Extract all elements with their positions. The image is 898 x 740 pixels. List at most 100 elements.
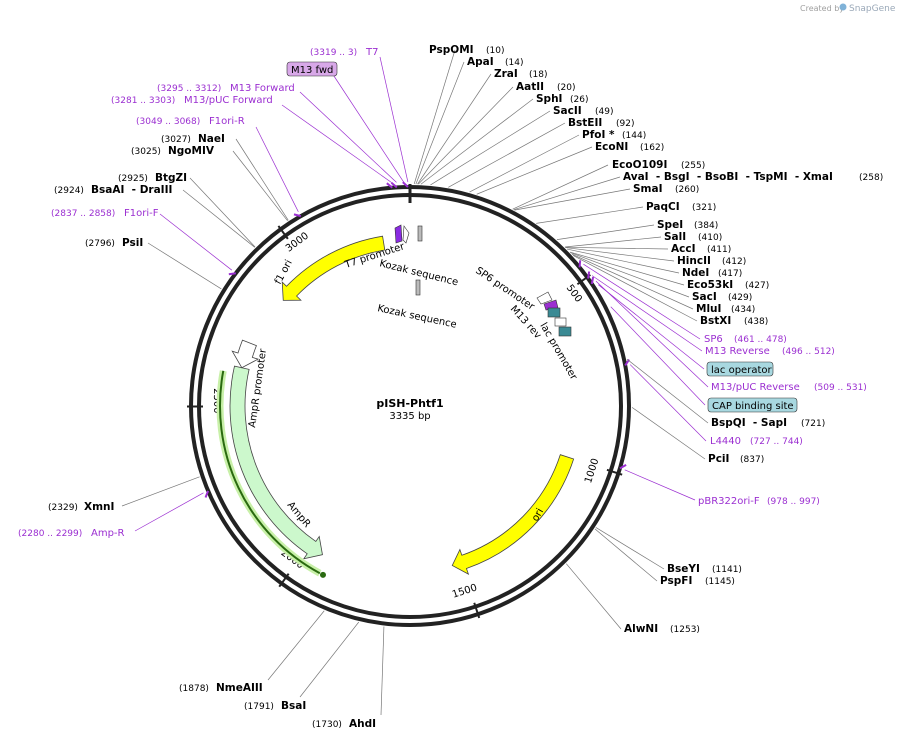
enzyme-label: PspFI [660,575,692,587]
enzyme-position: (1145) [705,577,735,587]
primer-site-mark [402,181,409,188]
primer-site-mark [228,272,236,276]
enzyme-position: (258) [859,173,883,183]
enzyme-position: (429) [728,293,752,303]
enzyme-label: NgoMIV [168,145,215,157]
primer-position: (3049 .. 3068) [136,117,200,127]
primer-site-mark [619,464,627,470]
primer-labels: (3319 .. 3) T7 M13 fwd (3295 .. 3312) M1… [18,47,867,539]
enzyme-label: BstXI [700,315,731,327]
cap-binding-site-box [707,397,798,413]
enzyme-position: (3027) [161,135,191,145]
enzyme-label: BstEII [568,117,602,129]
enzyme-label: ApaI [467,56,494,68]
leader-line [232,150,288,222]
enzyme-label: PspOMI [429,44,474,56]
enzyme-label: ZraI [494,68,518,80]
enzyme-position: (434) [731,305,755,315]
primer-position: (2280 .. 2299) [18,529,82,539]
leader-line [267,610,325,681]
primer-label: Amp-R [91,528,125,539]
leader-line [415,61,465,185]
leader-line [121,476,200,507]
leader-line [420,98,534,185]
enzyme-position: (1730) [312,720,342,730]
primer-leader-line [624,469,696,501]
primer-label: F1ori-R [209,116,245,127]
enzyme-label: NdeI [682,267,709,279]
enzyme-position: (321) [692,203,716,213]
primer-position: (496 .. 512) [782,347,835,357]
enzyme-position: (10) [486,46,504,56]
primer-leader-line [299,91,397,183]
enzyme-labels: PspOMI (10) ApaI (14) ZraI (18) AatII (2… [48,44,883,730]
created-by-label: Created by [800,4,844,13]
tick-mark [277,225,289,240]
primer-label: T7 [365,47,378,58]
enzyme-position: (92) [616,119,634,129]
f1-ori-feature-arrow [281,235,386,301]
primer-site-mark [386,182,393,189]
enzyme-position: (26) [570,95,588,105]
primer-label: SP6 [704,334,723,345]
leader-line [631,407,706,460]
ampr-feature-arrow [229,365,323,560]
leader-line [430,110,551,186]
enzyme-label: PfoI * [582,129,615,141]
enzyme-label: BsaAI - DraIII [91,184,172,196]
enzyme-label: PsiI [122,237,143,249]
primer-label: L4440 [710,436,741,447]
enzyme-position: (1141) [712,565,742,575]
leader-line [570,252,690,298]
enzyme-label: BtgZI [155,172,187,184]
enzyme-position: (721) [801,419,825,429]
enzyme-position: (410) [698,233,722,243]
leader-line [147,242,222,290]
enzyme-label: AlwNI [624,623,658,635]
primer-site-mark [204,490,210,498]
tick-label: 1000 [583,457,601,485]
primer-label: M13 fwd [291,65,333,76]
enzyme-position: (2924) [54,186,84,196]
leader-line [299,621,360,698]
primer-position: (509 .. 531) [814,383,867,393]
ampr-strand-end-icon [319,571,326,578]
enzyme-label: SacII [553,105,582,117]
enzyme-label: NaeI [198,133,225,145]
tick-mark [278,573,290,588]
primer-leader-line [610,306,706,406]
tick-mark [473,602,481,619]
snapgene-label: SnapGene [849,4,896,14]
leader-line [189,177,256,248]
leader-line [469,134,580,193]
primer-position: (978 .. 997) [767,497,820,507]
t7-promoter-glyph [394,224,423,296]
primer-leader-line [134,492,204,532]
enzyme-label: AatII [516,81,544,93]
leader-line [514,188,631,211]
leader-lines [121,49,709,716]
primer-label: pBR322ori-F [698,496,760,507]
primer-label: CAP binding site [712,401,794,412]
primer-leader-line [583,263,701,340]
primer-leader-line [591,275,703,352]
enzyme-label: SalI [664,231,686,243]
plasmid-length: 3335 bp [389,411,430,422]
primer-leader-line [159,213,233,271]
enzyme-position: (1253) [670,625,700,635]
enzyme-label: PaqCI [646,201,680,213]
primer-leader-line [329,69,404,183]
primer-site-mark [293,213,302,218]
leader-line [565,246,669,250]
leader-line [566,563,622,630]
enzyme-label: NmeAIII [216,682,263,694]
enzyme-label: SpeI [657,219,683,231]
leader-line [571,253,694,310]
primer-leader-line [379,56,409,183]
lac-promoter-label: lac promoter [537,321,579,383]
enzyme-position: (438) [744,317,768,327]
enzyme-label: MluI [696,303,721,315]
enzyme-position: (1791) [244,702,274,712]
leader-line [626,358,709,424]
primer-label: M13 Forward [230,83,295,94]
